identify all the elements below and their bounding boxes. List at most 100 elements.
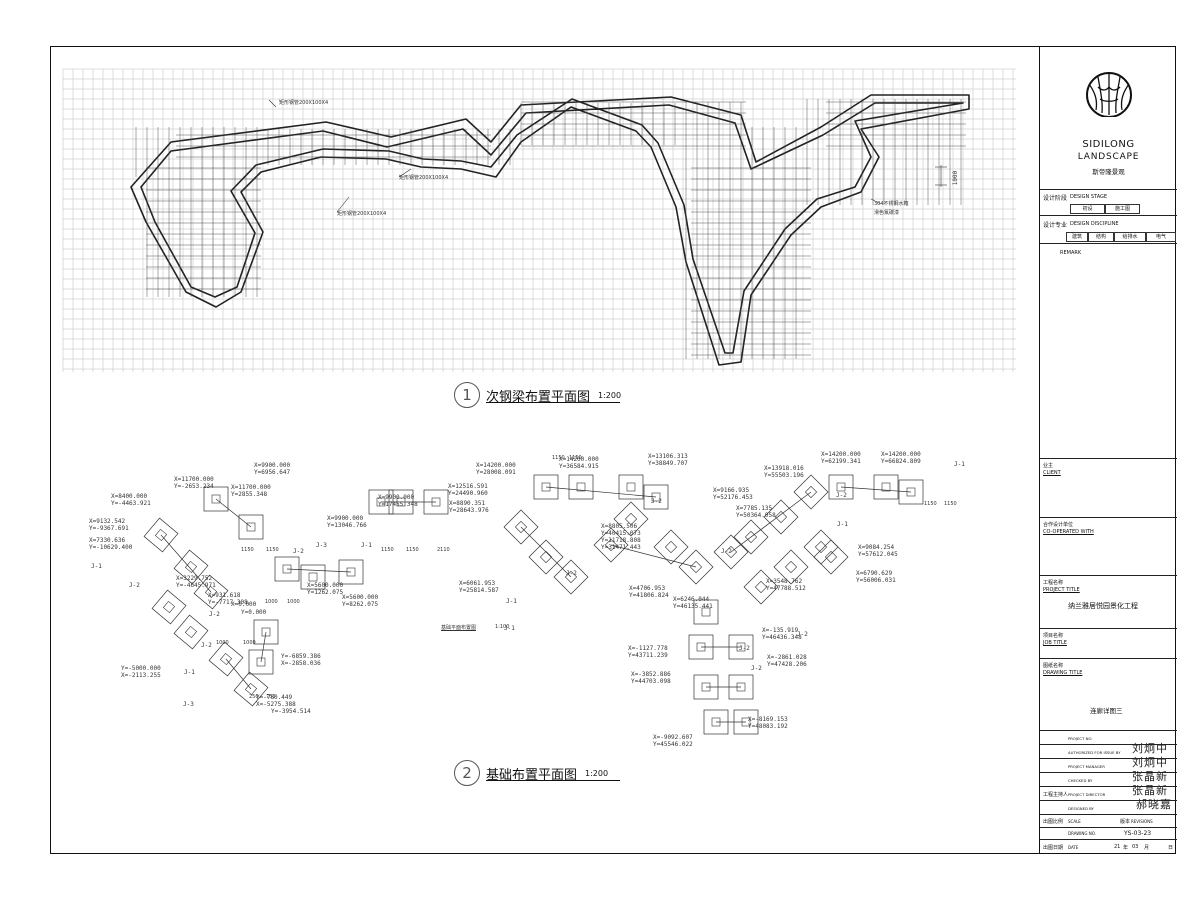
coordinate-label: Y=-2653.234 <box>174 483 214 490</box>
design-stage-label-en: DESIGN STAGE <box>1070 194 1108 200</box>
staff-row-label-cn: 工程主持人 <box>1043 792 1069 798</box>
scale-label-en: SCALE <box>1068 819 1081 824</box>
cooperated-row: 合作设计单位 CO-OPERATED WITH <box>1040 517 1177 575</box>
plan1-beam-mesh <box>135 99 966 359</box>
coordinate-label: Y=50364.058 <box>736 512 776 519</box>
foundation-pad <box>653 529 689 565</box>
coordinate-label: Y=13046.766 <box>327 522 367 529</box>
foundation-mark: J-1 <box>184 669 195 676</box>
logo-subtext: LANDSCAPE <box>1077 152 1140 162</box>
coordinate-label: Y=47788.512 <box>766 585 806 592</box>
dimension-label: 1150 <box>266 547 279 553</box>
coordinate-label: X=11700.000 <box>174 476 214 483</box>
foundation-mark: J-2 <box>651 498 662 505</box>
coop-label-en: CO-OPERATED WITH <box>1043 529 1094 535</box>
coordinate-label: Y=52176.453 <box>713 494 753 501</box>
plan2-title-text: 基础布置平面图 <box>486 767 578 783</box>
coordinate-label: Y=40415.073 <box>601 530 641 537</box>
foundation-pad <box>593 527 629 563</box>
coordinate-label: Y=-5000.000 <box>121 665 161 672</box>
coordinate-label: Y=47428.206 <box>767 661 807 668</box>
plan2-subtitle: 基础平面布置图 <box>441 625 477 631</box>
foundation-mark: J-2 <box>566 570 577 577</box>
foundation-mark: J-1 <box>506 598 517 605</box>
coordinate-label: Y=-10629.400 <box>89 544 133 551</box>
foundation-pad <box>813 539 849 575</box>
plan1-label: 304不锈钢水箱 <box>874 201 909 207</box>
foundation-pad <box>208 641 244 677</box>
project-title-label-cn: 工程名称 <box>1043 580 1064 586</box>
coordinate-label: X=9900.000 <box>254 462 291 469</box>
coordinate-label: X=3548.762 <box>766 578 803 585</box>
date-label-cn: 出图日期 <box>1043 845 1064 851</box>
coordinate-label: Y=57612.045 <box>858 551 898 558</box>
plan1-dim-text: 1000 <box>952 170 960 186</box>
project-title-value: 纳兰雅居悦园景化工程 <box>1068 602 1138 610</box>
coordinate-label: X=14200.000 <box>821 451 861 458</box>
coordinate-label: X=7330.636 <box>89 537 126 544</box>
coordinate-label: X=-2858.036 <box>281 660 321 667</box>
coordinate-label: X=-8169.153 <box>748 716 788 723</box>
foundation-mark: J-2 <box>721 548 732 555</box>
client-label-cn: 业主 <box>1043 463 1054 469</box>
coordinate-label: X=6061.953 <box>459 580 496 587</box>
coordinate-label: Y=31471.443 <box>601 544 641 551</box>
coordinate-label: X=0.000 <box>231 601 257 608</box>
dimension-label: 1150 <box>241 547 254 553</box>
coordinate-label: X=5600.000 <box>342 594 379 601</box>
plan1-scale: 1:200 <box>598 390 622 400</box>
dimension-label: 1000 <box>243 640 256 646</box>
coordinate-label: X=3229.752 <box>176 575 213 582</box>
coordinate-label: Y=48083.192 <box>748 723 788 730</box>
revision-label-cn: 版本 <box>1120 819 1131 825</box>
coordinate-label: Y=-3954.514 <box>271 708 311 715</box>
foundation-pad <box>678 549 714 585</box>
staff-row: AUTHORIZED FOR ISSUE BY <box>1040 744 1177 758</box>
plan-graphics <box>62 68 1016 735</box>
coordinate-label: Y=36584.915 <box>559 463 599 470</box>
staff-row: DESIGNED BY <box>1040 800 1177 814</box>
discipline-option-1: 结构 <box>1088 232 1114 242</box>
foundation-pad <box>193 574 229 610</box>
foundation-pad <box>173 614 209 650</box>
coordinate-label: Y=-4645.971 <box>176 582 216 589</box>
foundation-mark: J-1 <box>361 542 372 549</box>
drawing-no-value: YS-03-23 <box>1124 830 1152 837</box>
coordinate-label: X=-3852.886 <box>631 671 671 678</box>
foundation-pad <box>773 549 809 585</box>
logo-chinese: 斯帝隆景观 <box>1092 168 1125 176</box>
coordinate-label: X=14200.000 <box>881 451 921 458</box>
dimension-label: 2110 <box>437 547 450 553</box>
foundation-pad <box>143 517 179 553</box>
drawing-no-label: DRAWING NO. <box>1068 831 1096 836</box>
coordinate-label: Y=44703.098 <box>631 678 671 685</box>
coordinate-label: X=-5275.388 <box>256 701 296 708</box>
coordinate-label: Y=-4463.921 <box>111 500 151 507</box>
plan1-dimension-mark <box>268 99 947 213</box>
plan1-label: 矩形钢管200X100X4 <box>279 100 329 106</box>
project-title-row: 工程名称 PROJECT TITLE 纳兰雅居悦园景化工程 <box>1040 575 1177 628</box>
foundation-mark: J-2 <box>129 582 140 589</box>
design-discipline-row: 设计专业 DESIGN DISCIPLINE 建筑 结构 给排水 电气 <box>1040 215 1177 243</box>
discipline-option-3: 电气 <box>1146 232 1176 242</box>
design-stage-row: 设计阶段 DESIGN STAGE 初设 施工图 <box>1040 189 1177 215</box>
plan1-grid <box>62 68 1016 372</box>
coordinate-label: X=11700.000 <box>231 484 271 491</box>
design-stage-label-cn: 设计阶段 <box>1043 195 1068 202</box>
foundation-pad <box>173 549 209 585</box>
plan1-label: 矩形钢管200X100X4 <box>337 211 387 217</box>
remark-row: REMARK <box>1040 243 1177 458</box>
foundation-mark: J-2 <box>751 665 762 672</box>
coordinate-label: X=14200.000 <box>476 462 516 469</box>
plan1-title: 1 次钢梁布置平面图 1:200 <box>454 382 621 408</box>
foundation-mark: J-1 <box>504 625 515 632</box>
drawing-title-value: 连廊详图三 <box>1090 707 1123 715</box>
date-row: 出图日期 DATE 21 年 03 月 日 <box>1040 839 1177 855</box>
title-block: SIDILONG LANDSCAPE 斯帝隆景观 设计阶段 DESIGN STA… <box>1039 47 1177 853</box>
date-day-unit: 日 <box>1168 845 1174 851</box>
coordinate-label: X=931.618 <box>208 592 241 599</box>
design-discipline-label-en: DESIGN DISCIPLINE <box>1070 221 1119 227</box>
dimension-label: 1150 <box>944 501 957 507</box>
coordinate-label: Y=25814.587 <box>459 587 499 594</box>
